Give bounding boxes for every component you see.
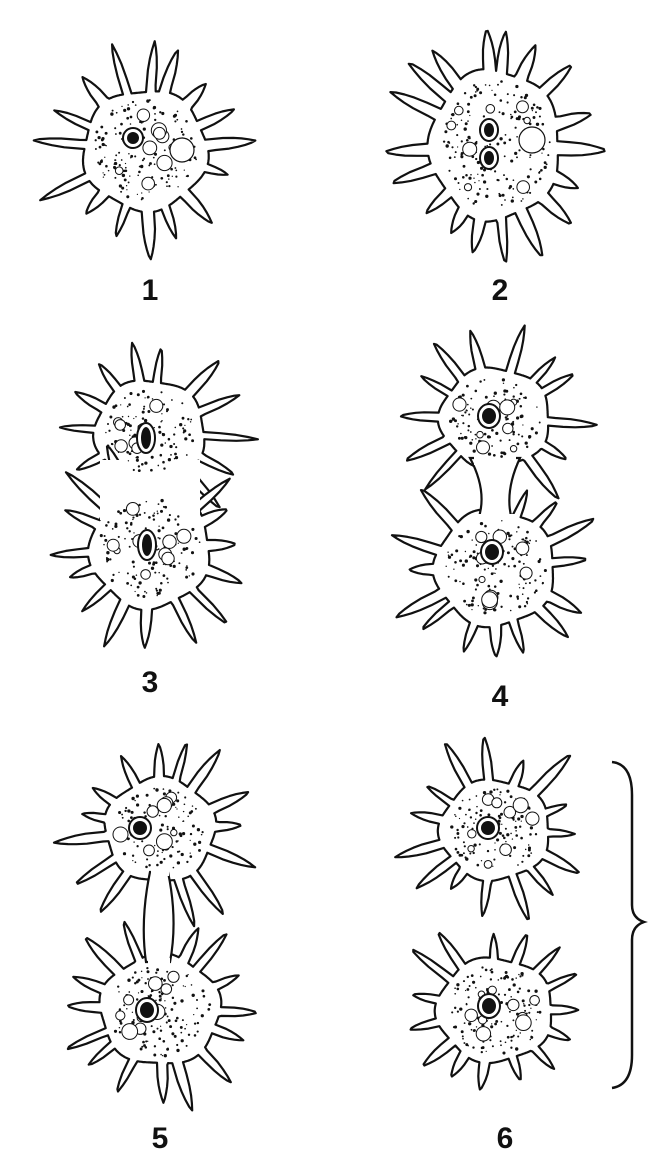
cell-1-nucleus <box>123 128 143 148</box>
cell-4-nucleus-upper <box>478 404 500 428</box>
cell-2-nucleus-upper <box>480 119 498 141</box>
cell-6-nucleus-upper <box>477 817 499 839</box>
cell-3-nucleus-upper <box>137 423 155 453</box>
grouping-bracket <box>612 762 644 1088</box>
cell-drawings <box>34 31 605 1111</box>
panel-label-6: 6 <box>497 1122 514 1154</box>
panel-label-3: 3 <box>142 666 159 699</box>
panel-label-5: 5 <box>152 1122 169 1154</box>
cell-3-waist <box>100 460 200 520</box>
cell-1-contractile-vacuole <box>170 138 194 162</box>
panel-label-2: 2 <box>492 274 509 307</box>
cell-6-nucleus-lower <box>478 994 500 1018</box>
cell-4-nucleus-lower <box>481 540 503 564</box>
cell-2 <box>386 31 604 262</box>
panel-label-4: 4 <box>492 680 509 713</box>
cell-2-nucleus-lower <box>480 147 498 169</box>
cell-3-nucleus-lower <box>138 530 156 560</box>
cell-2-membrane <box>386 31 604 262</box>
cell-5-bridge <box>144 872 174 962</box>
cell-5-nucleus-upper <box>129 817 151 839</box>
cell-2-contractile-vacuole <box>519 127 545 153</box>
panel-label-1: 1 <box>142 274 159 307</box>
cell-5-nucleus-lower <box>136 998 158 1022</box>
